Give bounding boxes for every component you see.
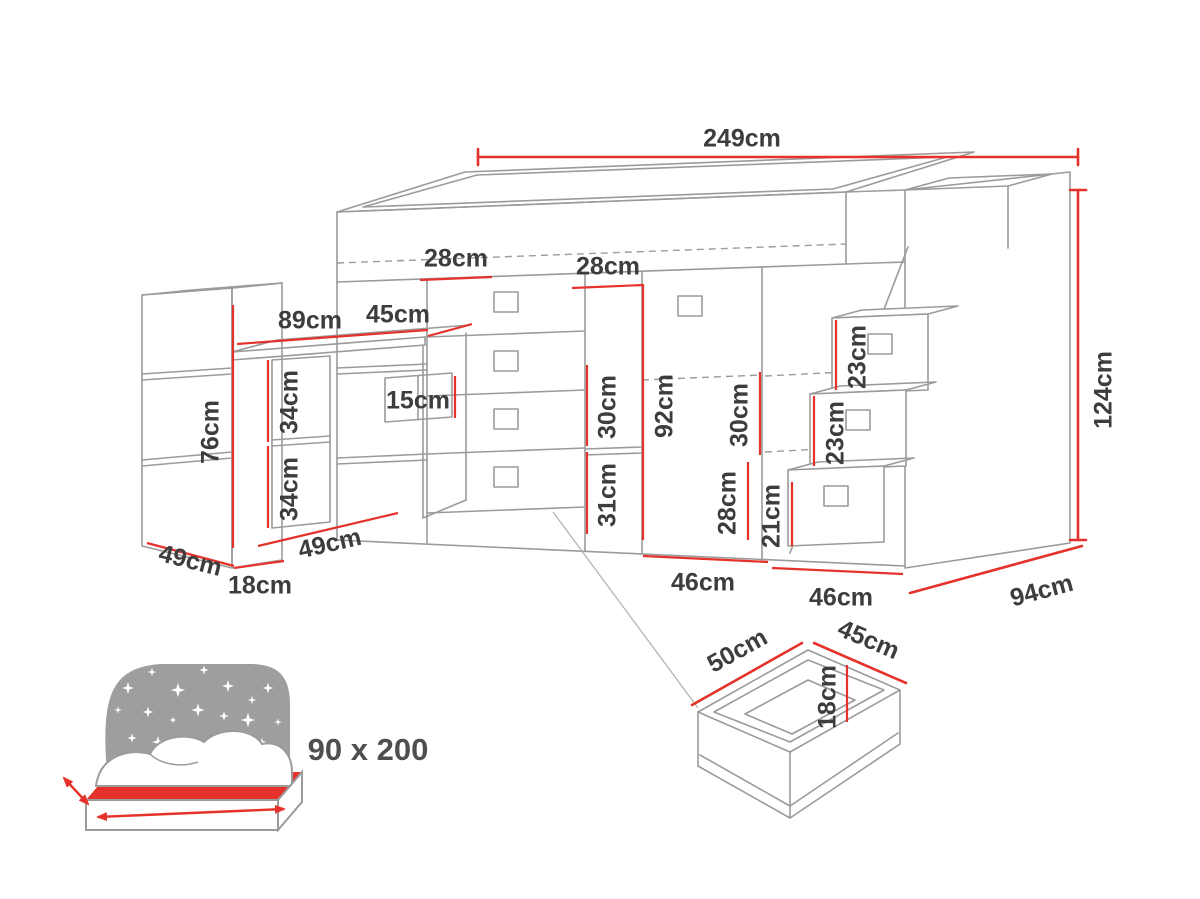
dim-desk-depth-top: 45cm <box>366 301 430 329</box>
dim-riser: 15cm <box>386 387 450 415</box>
dim-stair-cubby-lower: 28cm <box>714 471 742 535</box>
length-arrow-icon <box>96 804 286 822</box>
bed-size-icon: 90 x 200 <box>62 664 429 833</box>
duvet-fold-line <box>149 753 199 766</box>
drawer-handle-icon <box>493 291 519 488</box>
under-bed-cabinets <box>336 266 906 567</box>
bed-base-front <box>85 799 279 831</box>
dim-shelf-a: 28cm <box>424 245 488 273</box>
dim-shelf-gap-lower: 34cm <box>276 457 304 521</box>
duvet-icon <box>94 729 293 787</box>
dimension-labels: 249cm 124cm 28cm 28cm 89cm 45cm 76cm 34c… <box>156 125 1118 729</box>
dim-total-height: 124cm <box>1090 351 1118 429</box>
door-handle-icon <box>677 295 703 317</box>
drawer-detail <box>697 649 901 819</box>
dim-base-width-right: 46cm <box>809 584 873 612</box>
dim-door-height: 92cm <box>651 374 679 438</box>
width-arrow-icon <box>62 776 90 806</box>
step-drawer-handle-icon <box>823 485 849 507</box>
dim-cubby-upper: 30cm <box>594 375 622 439</box>
dim-stair-cubby-upper: 30cm <box>726 383 754 447</box>
dim-shelf-gap-upper: 34cm <box>276 370 304 434</box>
dim-step-drawer-middle: 23cm <box>822 401 850 465</box>
loft-bed-frame <box>336 151 975 283</box>
dim-step-drawer-bottom: 21cm <box>758 484 786 548</box>
dim-desk-width: 89cm <box>278 307 342 335</box>
bed-size-label: 90 x 200 <box>308 732 429 767</box>
staircase-steps <box>787 305 959 547</box>
dim-cubby-lower: 31cm <box>594 463 622 527</box>
dim-drawer-width: 50cm <box>703 623 773 678</box>
dim-drawer-height: 18cm <box>814 665 842 729</box>
dim-total-width: 249cm <box>703 125 781 153</box>
step-drawer-handle-icon <box>845 409 871 431</box>
dim-bookcase-height: 76cm <box>197 400 225 464</box>
dim-step-drawer-top: 23cm <box>844 325 872 389</box>
dim-shelf-b: 28cm <box>576 253 640 281</box>
dim-bookcase-depth: 49cm <box>156 539 225 582</box>
detail-leader-line <box>552 511 699 709</box>
step-drawer-handle-icon <box>867 333 893 355</box>
dim-bookcase-width: 18cm <box>228 572 292 600</box>
dim-desk-depth-bottom: 49cm <box>295 523 364 565</box>
dimension-lines <box>146 147 1088 722</box>
dim-side-depth: 94cm <box>1007 569 1076 613</box>
dim-base-width-left: 46cm <box>671 569 735 597</box>
